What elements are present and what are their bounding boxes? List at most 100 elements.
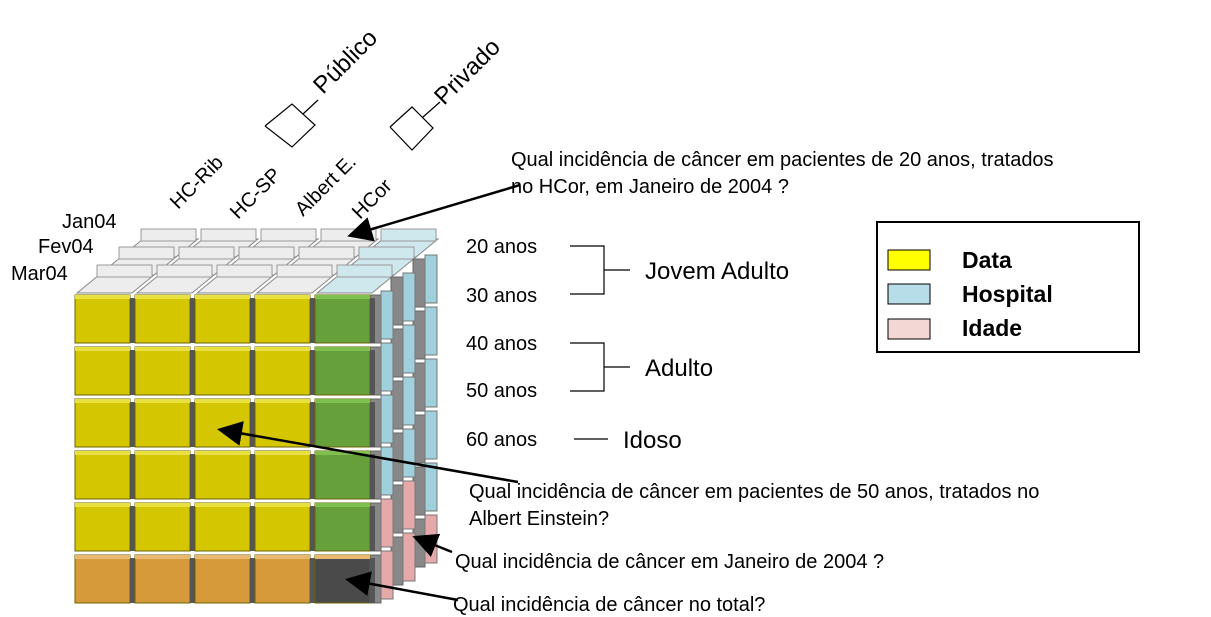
cube-side-cell (402, 428, 416, 478)
legend-swatch-idade (887, 318, 931, 340)
cube-front-cell (194, 398, 251, 448)
cube-front-cell (314, 554, 371, 604)
legend-swatch-hospital (887, 283, 931, 305)
cube-side-cell (402, 272, 416, 322)
arrow-question-3 (412, 533, 453, 558)
cube-front-cell-highlight (195, 555, 250, 559)
legend-label-data: Data (962, 247, 1012, 273)
cube-front-cell-shadow (190, 298, 195, 343)
cube-front-cell-highlight (315, 555, 370, 559)
cube-front-cell-highlight (195, 295, 250, 299)
cube-front-cell (314, 398, 371, 448)
cube-front-cell-highlight (315, 347, 370, 351)
cube-front-cell (314, 450, 371, 500)
cube-front-cell-highlight (255, 399, 310, 403)
cube-front-cell-highlight (195, 451, 250, 455)
month-label-jan04: Jan04 (62, 211, 117, 233)
cube-top-cell-face (298, 246, 355, 260)
cube-side-cell (380, 342, 394, 392)
cube-front-cell-shadow (130, 454, 135, 499)
cube-front-cell (254, 554, 311, 604)
cube-front-cell-highlight (255, 555, 310, 559)
cube-top-cell-face (336, 264, 393, 278)
cube-front-cell-shadow (250, 506, 255, 551)
cube-side-cell (380, 498, 394, 548)
cube-front-cell (314, 502, 371, 552)
cube-front-cell (74, 346, 131, 396)
cube-front-cell-shadow (370, 350, 375, 395)
hospital-label-hc-sp: HC-SP (226, 164, 286, 224)
cube-front-cell-highlight (195, 503, 250, 507)
cube-front-cell-shadow (130, 558, 135, 603)
cube-top-cell (135, 274, 216, 294)
cube-front-cell-shadow (370, 402, 375, 447)
cube-front-cell-highlight (255, 503, 310, 507)
cube-front-cell-highlight (255, 451, 310, 455)
cube-front-cell-highlight (315, 503, 370, 507)
cube-top-cell-face (216, 264, 273, 278)
cube-cells (74, 228, 440, 604)
cube-front-cell-shadow (250, 402, 255, 447)
cube-front-cell-shadow (370, 454, 375, 499)
cube-side-cell (424, 514, 438, 564)
cube-front-cell-highlight (315, 451, 370, 455)
cube-front-cell (74, 450, 131, 500)
cube-top-cell (315, 274, 396, 294)
cube-front-cell-shadow (310, 402, 315, 447)
cube-front-cell (74, 502, 131, 552)
cube-side-cell (402, 376, 416, 426)
cube-front-cell (194, 294, 251, 344)
cube-front-cell-shadow (370, 298, 375, 343)
cube-front-cell-highlight (135, 399, 190, 403)
cube-front-cell-shadow (190, 558, 195, 603)
cube-front-cell-shadow (250, 558, 255, 603)
cube-front-cell (314, 294, 371, 344)
cube-top-cell (75, 274, 156, 294)
cube-front-cell-highlight (135, 295, 190, 299)
cube-front-cell-shadow (190, 402, 195, 447)
hospital-label-hc-rib: HC-Rib (166, 152, 228, 214)
age-label-20: 20 anos (466, 236, 537, 258)
adulto-bracket (570, 342, 630, 392)
cube-front-cell-shadow (130, 506, 135, 551)
cube-front-cell (74, 554, 131, 604)
group-label-publico: Público (308, 24, 383, 99)
age-label-30: 30 anos (466, 285, 537, 307)
cube-front-cell-highlight (315, 295, 370, 299)
cube-front-cell-shadow (130, 298, 135, 343)
cube-front-cell (254, 502, 311, 552)
cube-top-cell-face (200, 228, 257, 242)
question-3: Qual incidência de câncer em Janeiro de … (455, 551, 884, 573)
cube-front-cell (194, 346, 251, 396)
publico-bracket (264, 99, 319, 148)
legend-label-idade: Idade (962, 315, 1022, 341)
cube-side-cell (380, 446, 394, 496)
jovem-adulto-bracket (570, 245, 630, 295)
cube-front-cell-highlight (135, 503, 190, 507)
cube-front-cell-highlight (195, 399, 250, 403)
cube-front-cell-shadow (190, 350, 195, 395)
cube-side-cell (424, 358, 438, 408)
age-label-50: 50 anos (466, 380, 537, 402)
month-label-mar04: Mar04 (11, 263, 68, 285)
question-4: Qual incidência de câncer no total? (453, 594, 765, 616)
cube-front-cell-shadow (190, 454, 195, 499)
cube-front-cell (254, 346, 311, 396)
cube-front-cell-highlight (75, 295, 130, 299)
cube-side-cell (424, 306, 438, 356)
legend: Data Hospital Idade (876, 221, 1140, 353)
cube-front-cell-shadow (310, 350, 315, 395)
cube-front-cell-shadow (310, 506, 315, 551)
cube-front-cell-shadow (370, 558, 375, 603)
cube-side-cell (380, 290, 394, 340)
cube-front-cell-shadow (130, 350, 135, 395)
age-group-idoso: Idoso (623, 427, 682, 454)
group-label-privado: Privado (429, 34, 506, 111)
arrow-question-1 (347, 183, 521, 242)
cube-top-cell-face (276, 264, 333, 278)
cube-front-cell-highlight (255, 347, 310, 351)
question-1-line1: Qual incidência de câncer em pacientes d… (511, 149, 1054, 171)
cube-side-cell (380, 550, 394, 600)
arrow-question-4 (345, 571, 459, 602)
